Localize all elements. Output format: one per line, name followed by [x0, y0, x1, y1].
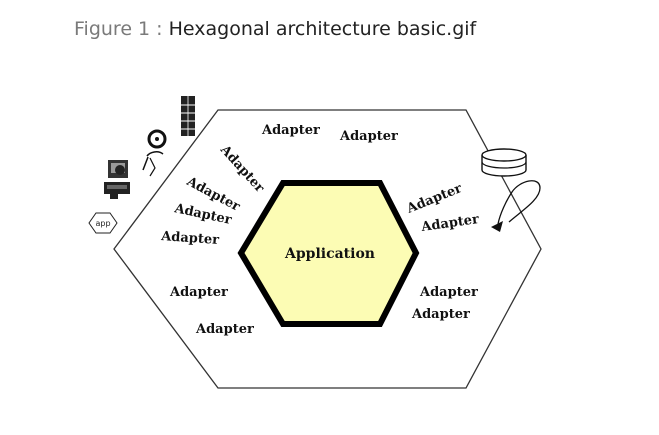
app-hexagon-label: app	[95, 219, 110, 228]
phone-book-icon	[181, 96, 195, 136]
application-hexagon	[237, 180, 420, 327]
app-hexagon-icon: app	[88, 212, 118, 234]
loop-arrow-icon	[491, 180, 541, 232]
adapter-label: Adapter	[169, 285, 228, 300]
adapter-label: Adapter	[339, 129, 398, 144]
adapter-label: Adapter	[411, 307, 470, 322]
adapter-label: Adapter	[261, 123, 320, 138]
database-icon	[481, 148, 527, 177]
adapter-label: Adapter	[195, 322, 254, 337]
clock-icon	[147, 129, 167, 149]
adapter-label: Adapter	[419, 285, 478, 300]
figure-number: Figure 1 :	[74, 18, 169, 40]
computer-icon	[104, 160, 130, 199]
figure-caption: Figure 1 : Hexagonal architecture basic.…	[74, 18, 476, 40]
application-label: Application	[284, 246, 375, 262]
figure-title: Hexagonal architecture basic.gif	[168, 18, 477, 40]
adapter-label: Adapter	[160, 229, 220, 248]
person-icon	[142, 151, 164, 177]
